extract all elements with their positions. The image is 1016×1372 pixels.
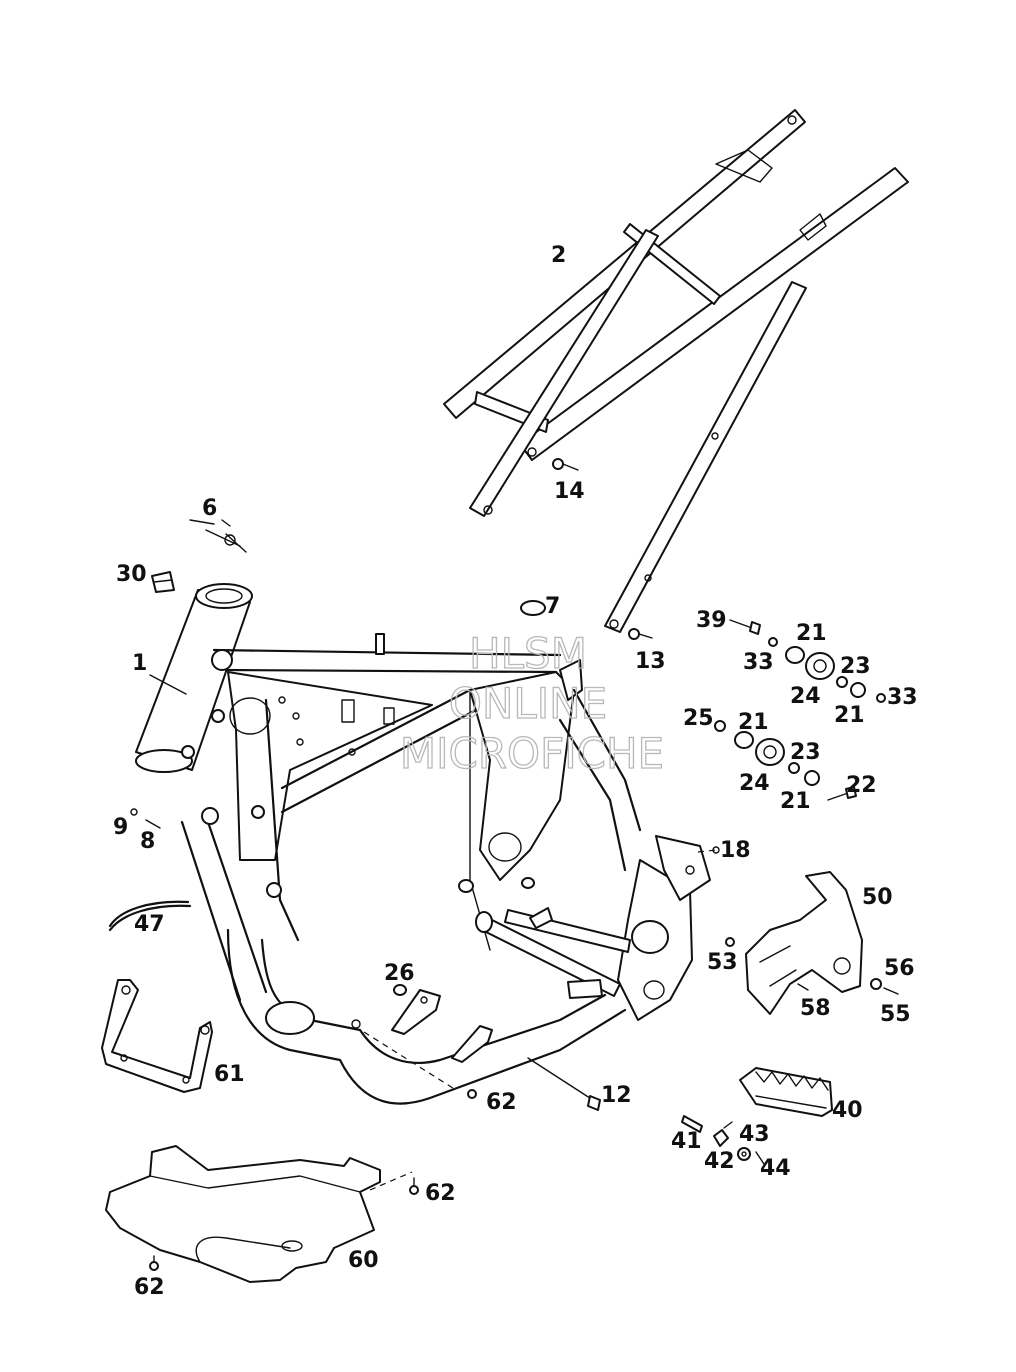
callout-47: 47 [134,912,165,937]
callout-9: 9 [113,815,128,840]
callout-labels: 1 2 6 7 8 9 12 13 14 18 21 21 21 21 22 2… [113,243,918,1300]
callout-33b: 33 [887,685,918,710]
bracket [101,979,213,1093]
callout-7: 7 [545,594,560,619]
watermark: HLSM ONLINE MICROFICHE [399,628,664,778]
rear-subframe [443,109,909,633]
callout-43: 43 [739,1122,770,1147]
main-frame [135,583,711,1105]
callout-2: 2 [551,243,566,268]
callout-58: 58 [800,996,831,1021]
callout-21a: 21 [796,621,827,646]
watermark-line-1: HLSM [469,629,587,678]
callout-62a: 62 [486,1090,517,1115]
callout-56: 56 [884,956,915,981]
watermark-line-2: ONLINE [449,679,607,728]
callout-44: 44 [760,1156,791,1181]
callout-24a: 24 [790,684,821,709]
small-hardware [108,458,899,1271]
callout-50: 50 [862,885,893,910]
callout-41: 41 [671,1129,702,1154]
callout-18: 18 [720,838,751,863]
callout-6: 6 [202,496,217,521]
leader-lines [149,674,717,1191]
callout-39: 39 [696,608,727,633]
callout-13: 13 [635,649,666,674]
callout-53: 53 [707,950,738,975]
watermark-line-3: MICROFICHE [400,729,664,778]
callout-61: 61 [214,1062,245,1087]
callout-25: 25 [683,706,714,731]
callout-21c: 21 [738,710,769,735]
callout-24b: 24 [739,771,770,796]
callout-22: 22 [846,773,877,798]
callout-60: 60 [348,1248,379,1273]
footrest [739,1067,833,1117]
callout-42: 42 [704,1149,735,1174]
callout-55: 55 [880,1002,911,1027]
callout-14: 14 [554,479,585,504]
callout-62b: 62 [425,1181,456,1206]
callout-26: 26 [384,961,415,986]
callout-1: 1 [132,651,147,676]
skid-plate [105,1145,381,1283]
callout-8: 8 [140,829,155,854]
callout-23a: 23 [840,654,871,679]
chain-guard [745,871,863,1015]
callout-23b: 23 [790,740,821,765]
callout-40: 40 [832,1098,863,1123]
callout-21b: 21 [834,703,865,728]
callout-30: 30 [116,562,147,587]
callout-62c: 62 [134,1275,165,1300]
callout-12: 12 [601,1083,632,1108]
callout-21d: 21 [780,789,811,814]
callout-33a: 33 [743,650,774,675]
